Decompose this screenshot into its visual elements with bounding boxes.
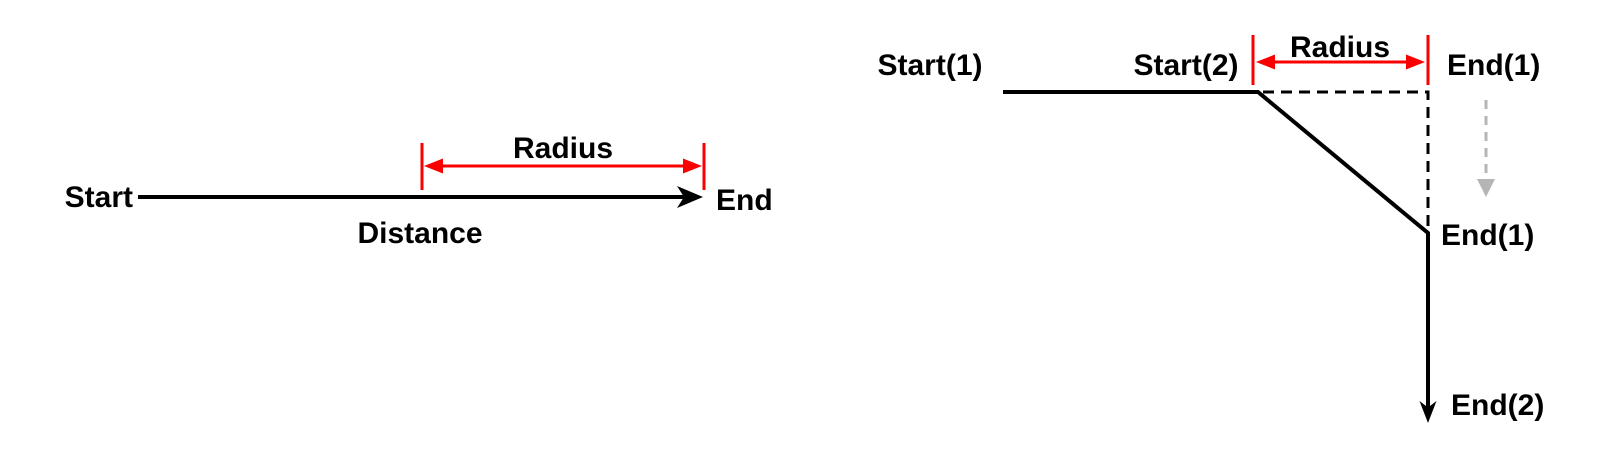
start-label: Start xyxy=(65,181,133,214)
end-label: End xyxy=(716,184,773,217)
construction-dashed-corner xyxy=(1263,90,1430,229)
distance-label: Distance xyxy=(357,217,482,250)
radius-label: Radius xyxy=(513,132,613,165)
start1-label: Start(1) xyxy=(877,49,982,82)
arrow-down-icon xyxy=(1477,179,1495,197)
radius-corner-diagram: Start(1) Start(2) Radius End(1) End(1) E… xyxy=(877,31,1544,423)
radius-label: Radius xyxy=(1290,31,1390,64)
distance-diagram: Start End Radius Distance xyxy=(65,132,773,250)
start2-label: Start(2) xyxy=(1133,49,1238,82)
arrow-down-icon xyxy=(1419,401,1437,423)
arrow-right-icon xyxy=(1406,54,1425,70)
path-line xyxy=(1003,90,1430,408)
end1-ghost-label: End(1) xyxy=(1447,49,1540,82)
arrow-right-icon xyxy=(683,158,702,174)
arrow-left-icon xyxy=(1256,54,1275,70)
arrow-left-icon xyxy=(424,158,443,174)
arrow-right-icon xyxy=(677,186,703,208)
end1-label: End(1) xyxy=(1441,219,1534,252)
end2-label: End(2) xyxy=(1451,389,1544,422)
